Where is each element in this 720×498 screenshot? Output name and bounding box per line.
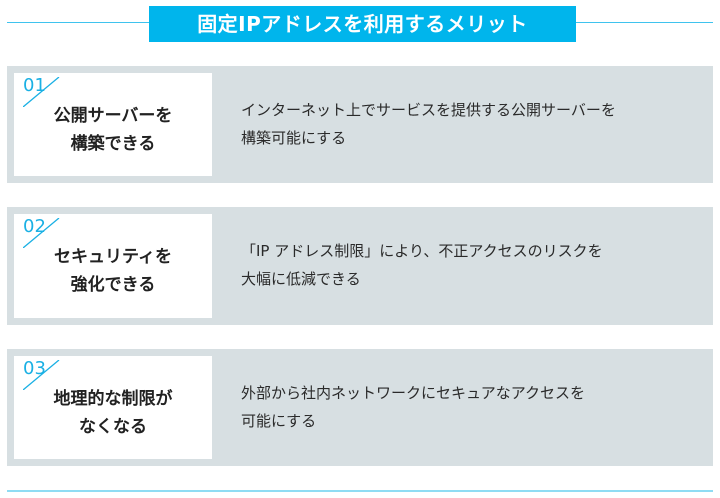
benefit-description: 外部から社内ネットワークにセキュアなアクセスを 可能にする xyxy=(241,379,693,435)
benefit-number: 02 xyxy=(23,216,46,237)
benefit-description: インターネット上でサービスを提供する公開サーバーを 構築可能にする xyxy=(241,96,693,152)
benefit-card: 02 セキュリティを 強化できる xyxy=(14,214,212,318)
benefit-card: 01 公開サーバーを 構築できる xyxy=(14,73,212,176)
title-line: 構築できる xyxy=(70,134,156,154)
benefit-card: 03 地理的な制限が なくなる xyxy=(14,356,212,459)
desc-line: 可能にする xyxy=(241,412,317,430)
title-line: 強化できる xyxy=(70,275,156,295)
title-line: セキュリティを xyxy=(54,247,172,267)
desc-line: インターネット上でサービスを提供する公開サーバーを xyxy=(241,101,616,119)
benefit-title: セキュリティを 強化できる xyxy=(14,243,212,299)
footer-rule xyxy=(7,490,713,492)
slash-icon xyxy=(23,77,60,107)
benefit-panel-3: 03 地理的な制限が なくなる 外部から社内ネットワークにセキュアなアクセスを … xyxy=(7,349,713,466)
slash-icon xyxy=(23,218,60,248)
benefit-number: 01 xyxy=(23,75,46,96)
title-line: なくなる xyxy=(79,417,147,437)
slash-icon xyxy=(23,360,60,390)
benefit-description: 「IP アドレス制限」により、不正アクセスのリスクを 大幅に低減できる xyxy=(241,237,693,293)
page-title: 固定IPアドレスを利用するメリット xyxy=(149,6,576,42)
desc-line: 構築可能にする xyxy=(241,129,347,147)
desc-line: 外部から社内ネットワークにセキュアなアクセスを xyxy=(241,384,585,402)
benefit-title: 地理的な制限が なくなる xyxy=(14,385,212,441)
desc-line: 「IP アドレス制限」により、不正アクセスのリスクを xyxy=(241,242,603,260)
title-line: 地理的な制限が xyxy=(53,389,173,409)
benefit-title: 公開サーバーを 構築できる xyxy=(14,102,212,158)
benefit-panel-2: 02 セキュリティを 強化できる 「IP アドレス制限」により、不正アクセスのリ… xyxy=(7,207,713,325)
desc-line: 大幅に低減できる xyxy=(241,270,361,288)
title-line: 公開サーバーを xyxy=(53,106,173,126)
benefit-panel-1: 01 公開サーバーを 構築できる インターネット上でサービスを提供する公開サーバ… xyxy=(7,66,713,183)
benefit-number: 03 xyxy=(23,358,46,379)
